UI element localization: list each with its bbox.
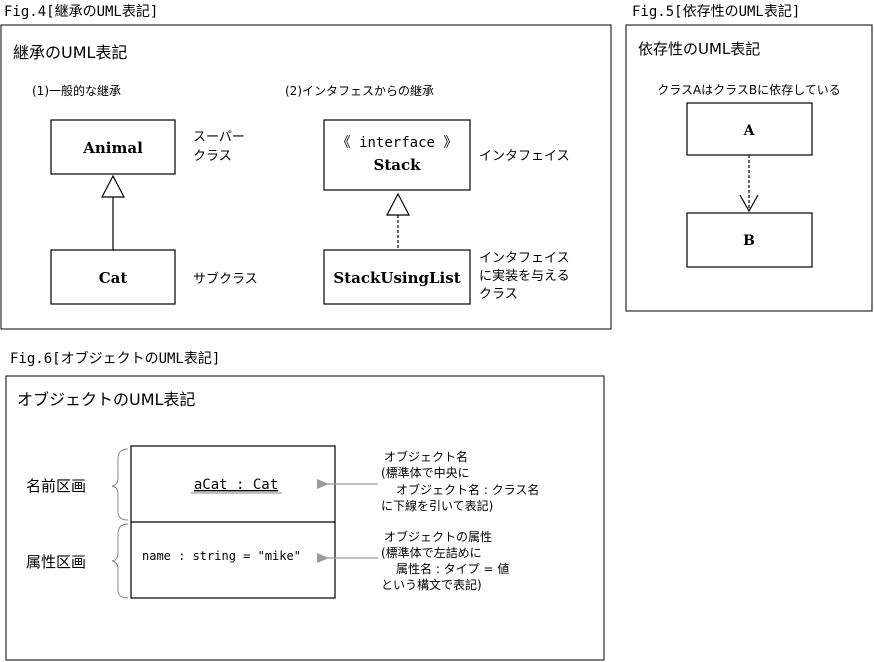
name-section-brace xyxy=(111,448,129,521)
subclass-name: Cat xyxy=(99,269,128,287)
superclass-box-animal xyxy=(50,119,176,175)
fig5-panel xyxy=(625,24,873,312)
class-b-box xyxy=(686,212,813,268)
fig4-panel-title: 継承のUML表記 xyxy=(13,43,127,62)
superclass-note-line-1: スーパー xyxy=(193,130,245,145)
attr-section-label: 属性区画 xyxy=(26,553,86,571)
object-name: aCat : Cat xyxy=(194,477,278,493)
class-b-name: B xyxy=(743,233,755,249)
fig5-panel-title: 依存性のUML表記 xyxy=(638,40,760,58)
fig6-caption: Fig.6[オブジェクトのUML表記] xyxy=(10,350,220,367)
attr-note-line-1: オブジェクトの属性 xyxy=(384,529,492,544)
object-attribute: name : string = "mike" xyxy=(142,549,301,563)
fig4-caption: Fig.4[継承のUML表記] xyxy=(4,3,158,20)
name-section-label: 名前区画 xyxy=(26,477,86,495)
realization-triangle xyxy=(386,192,410,216)
interface-stereotype: 《 interface 》 xyxy=(337,135,458,151)
name-note-line-2: (標準体で中央に xyxy=(381,465,470,480)
attr-note-line-2: (標準体で左詰めに xyxy=(381,545,482,560)
superclass-name: Animal xyxy=(82,139,143,157)
attr-note-line-3: 属性名 : タイプ = 値 xyxy=(396,561,509,576)
interface-box-stack xyxy=(323,119,471,191)
fig6-panel-title: オブジェクトのUML表記 xyxy=(17,390,195,409)
implementer-note-line-3: クラス xyxy=(479,287,518,302)
generalization-triangle xyxy=(101,174,125,198)
name-note-line-4: に下線を引いて表記) xyxy=(381,498,493,513)
implementer-note-line-2: に実装を与える xyxy=(479,268,570,284)
interface-inheritance-label: (2)インタフェスからの継承 xyxy=(285,83,434,98)
interface-note: インタフェイス xyxy=(479,149,570,164)
fig6-panel xyxy=(5,375,605,661)
general-inheritance-label: (1)一般的な継承 xyxy=(32,83,121,98)
superclass-note-line-2: クラス xyxy=(193,149,232,164)
fig5-caption: Fig.5[依存性のUML表記] xyxy=(632,3,800,20)
name-note-line-1: オブジェクト名 xyxy=(384,449,468,464)
implementer-name: StackUsingList xyxy=(333,269,460,287)
interface-name: Stack xyxy=(373,156,421,174)
subclass-note: サブクラス xyxy=(193,271,258,287)
subclass-box-cat xyxy=(50,249,176,305)
implementer-box xyxy=(323,249,471,305)
fig4-panel xyxy=(0,24,612,330)
class-a-name: A xyxy=(743,123,756,139)
dependency-arrowhead xyxy=(739,194,759,213)
name-note-line-3: オブジェクト名 : クラス名 xyxy=(396,482,539,497)
attr-section-brace xyxy=(111,523,129,599)
dependency-description: クラスAはクラスBに依存している xyxy=(657,82,841,97)
attr-note-line-4: という構文で表記) xyxy=(381,577,482,592)
implementer-note-line-1: インタフェイス xyxy=(479,251,570,266)
